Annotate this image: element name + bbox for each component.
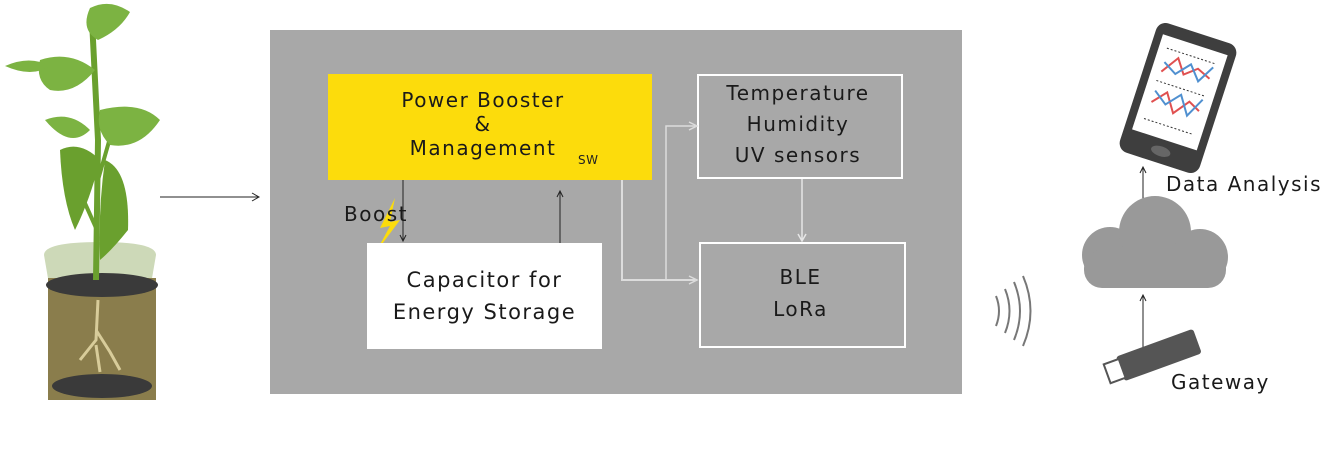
wireless-signal-icon (995, 275, 1032, 347)
boost-label: Boost (344, 202, 408, 226)
power-booster-box: Power Booster & Management (328, 74, 652, 180)
plant-icon (5, 3, 160, 400)
radio-box: BLE LoRa (699, 242, 906, 348)
capacitor-line2: Energy Storage (392, 300, 577, 324)
capacitor-line1: Capacitor for (406, 268, 563, 292)
power-booster-line3: Management (409, 136, 557, 160)
phone-icon (1119, 22, 1237, 174)
gateway-label: Gateway (1171, 370, 1270, 394)
radio-line1: BLE (779, 265, 822, 289)
radio-line2: LoRa (773, 297, 828, 321)
switch-label: SW (578, 153, 599, 167)
cloud-icon (1082, 196, 1228, 288)
capacitor-box: Capacitor for Energy Storage (367, 243, 602, 349)
sensors-line2: Humidity (746, 112, 850, 136)
sensors-line1: Temperature (726, 81, 870, 105)
lightning-icon (376, 198, 400, 252)
power-booster-line2: & (474, 112, 492, 136)
data-analysis-label: Data Analysis (1166, 172, 1323, 196)
sensors-line3: UV sensors (734, 143, 862, 167)
gateway-usb-icon (1102, 329, 1201, 385)
power-booster-line1: Power Booster (401, 88, 565, 112)
sensors-box: Temperature Humidity UV sensors (697, 74, 903, 179)
